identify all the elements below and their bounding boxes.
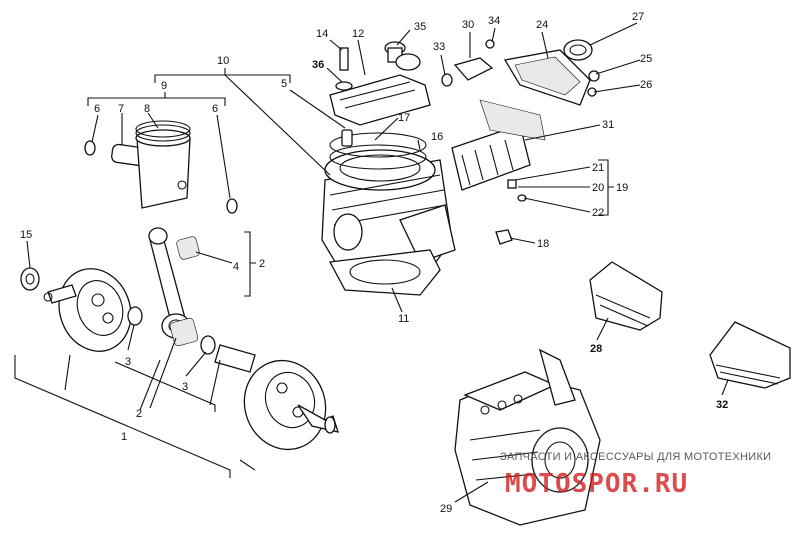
callout-28: 28 [590,343,602,355]
callout-27: 27 [632,11,644,23]
callout-4: 4 [233,261,239,273]
callout-17: 17 [398,112,410,124]
callout-35: 35 [414,21,426,33]
gasket-bag-32 [709,321,791,389]
callout-3: 3 [182,381,188,393]
callout-26: 26 [640,79,652,91]
callout-21: 21 [592,162,604,174]
callout-2: 2 [259,258,265,270]
callout-36: 36 [312,59,324,71]
callout-15: 15 [20,229,32,241]
callout-12: 12 [352,28,364,40]
callout-7: 7 [118,103,124,115]
complete-engine [454,348,601,526]
callout-32: 32 [716,399,728,411]
callout-1: 1 [121,431,127,443]
callout-25: 25 [640,53,652,65]
leader-lines [14,22,729,503]
callout-24: 24 [536,19,548,31]
callout-9: 9 [161,80,167,92]
callout-8: 8 [144,103,150,115]
callout-34: 34 [488,15,500,27]
watermark: ЗАПЧАСТИ И АКСЕССУАРЫ ДЛЯ МОТОТЕХНИКИ MO… [500,451,771,499]
callout-22: 22 [592,207,604,219]
callout-30: 30 [462,19,474,31]
callout-31: 31 [602,119,614,131]
piston-assembly [84,120,238,214]
callout-5: 5 [281,78,287,90]
callout-labels: 1 2 2 3 3 4 5 6 6 7 8 9 10 11 12 14 15 1… [20,11,728,515]
cylinder [321,129,513,296]
callout-10: 10 [217,55,229,67]
callout-6: 6 [212,103,218,115]
callout-20: 20 [592,182,604,194]
callout-33: 33 [433,41,445,53]
crankshaft-assembly [20,227,339,451]
callout-16: 16 [431,131,443,143]
intake-assembly [441,39,600,202]
callout-14: 14 [316,28,328,40]
callout-19: 19 [616,182,628,194]
cylinder-head [329,41,431,126]
gasket-bag-28 [589,261,663,331]
callout-3: 3 [125,356,131,368]
callout-29: 29 [440,503,452,515]
watermark-caption: ЗАПЧАСТИ И АКСЕССУАРЫ ДЛЯ МОТОТЕХНИКИ [500,451,771,463]
callout-11: 11 [398,313,409,325]
callout-2: 2 [136,408,142,420]
callout-6: 6 [94,103,100,115]
callout-18: 18 [537,238,549,250]
watermark-logo: MOTOSPOR.RU [505,469,688,499]
